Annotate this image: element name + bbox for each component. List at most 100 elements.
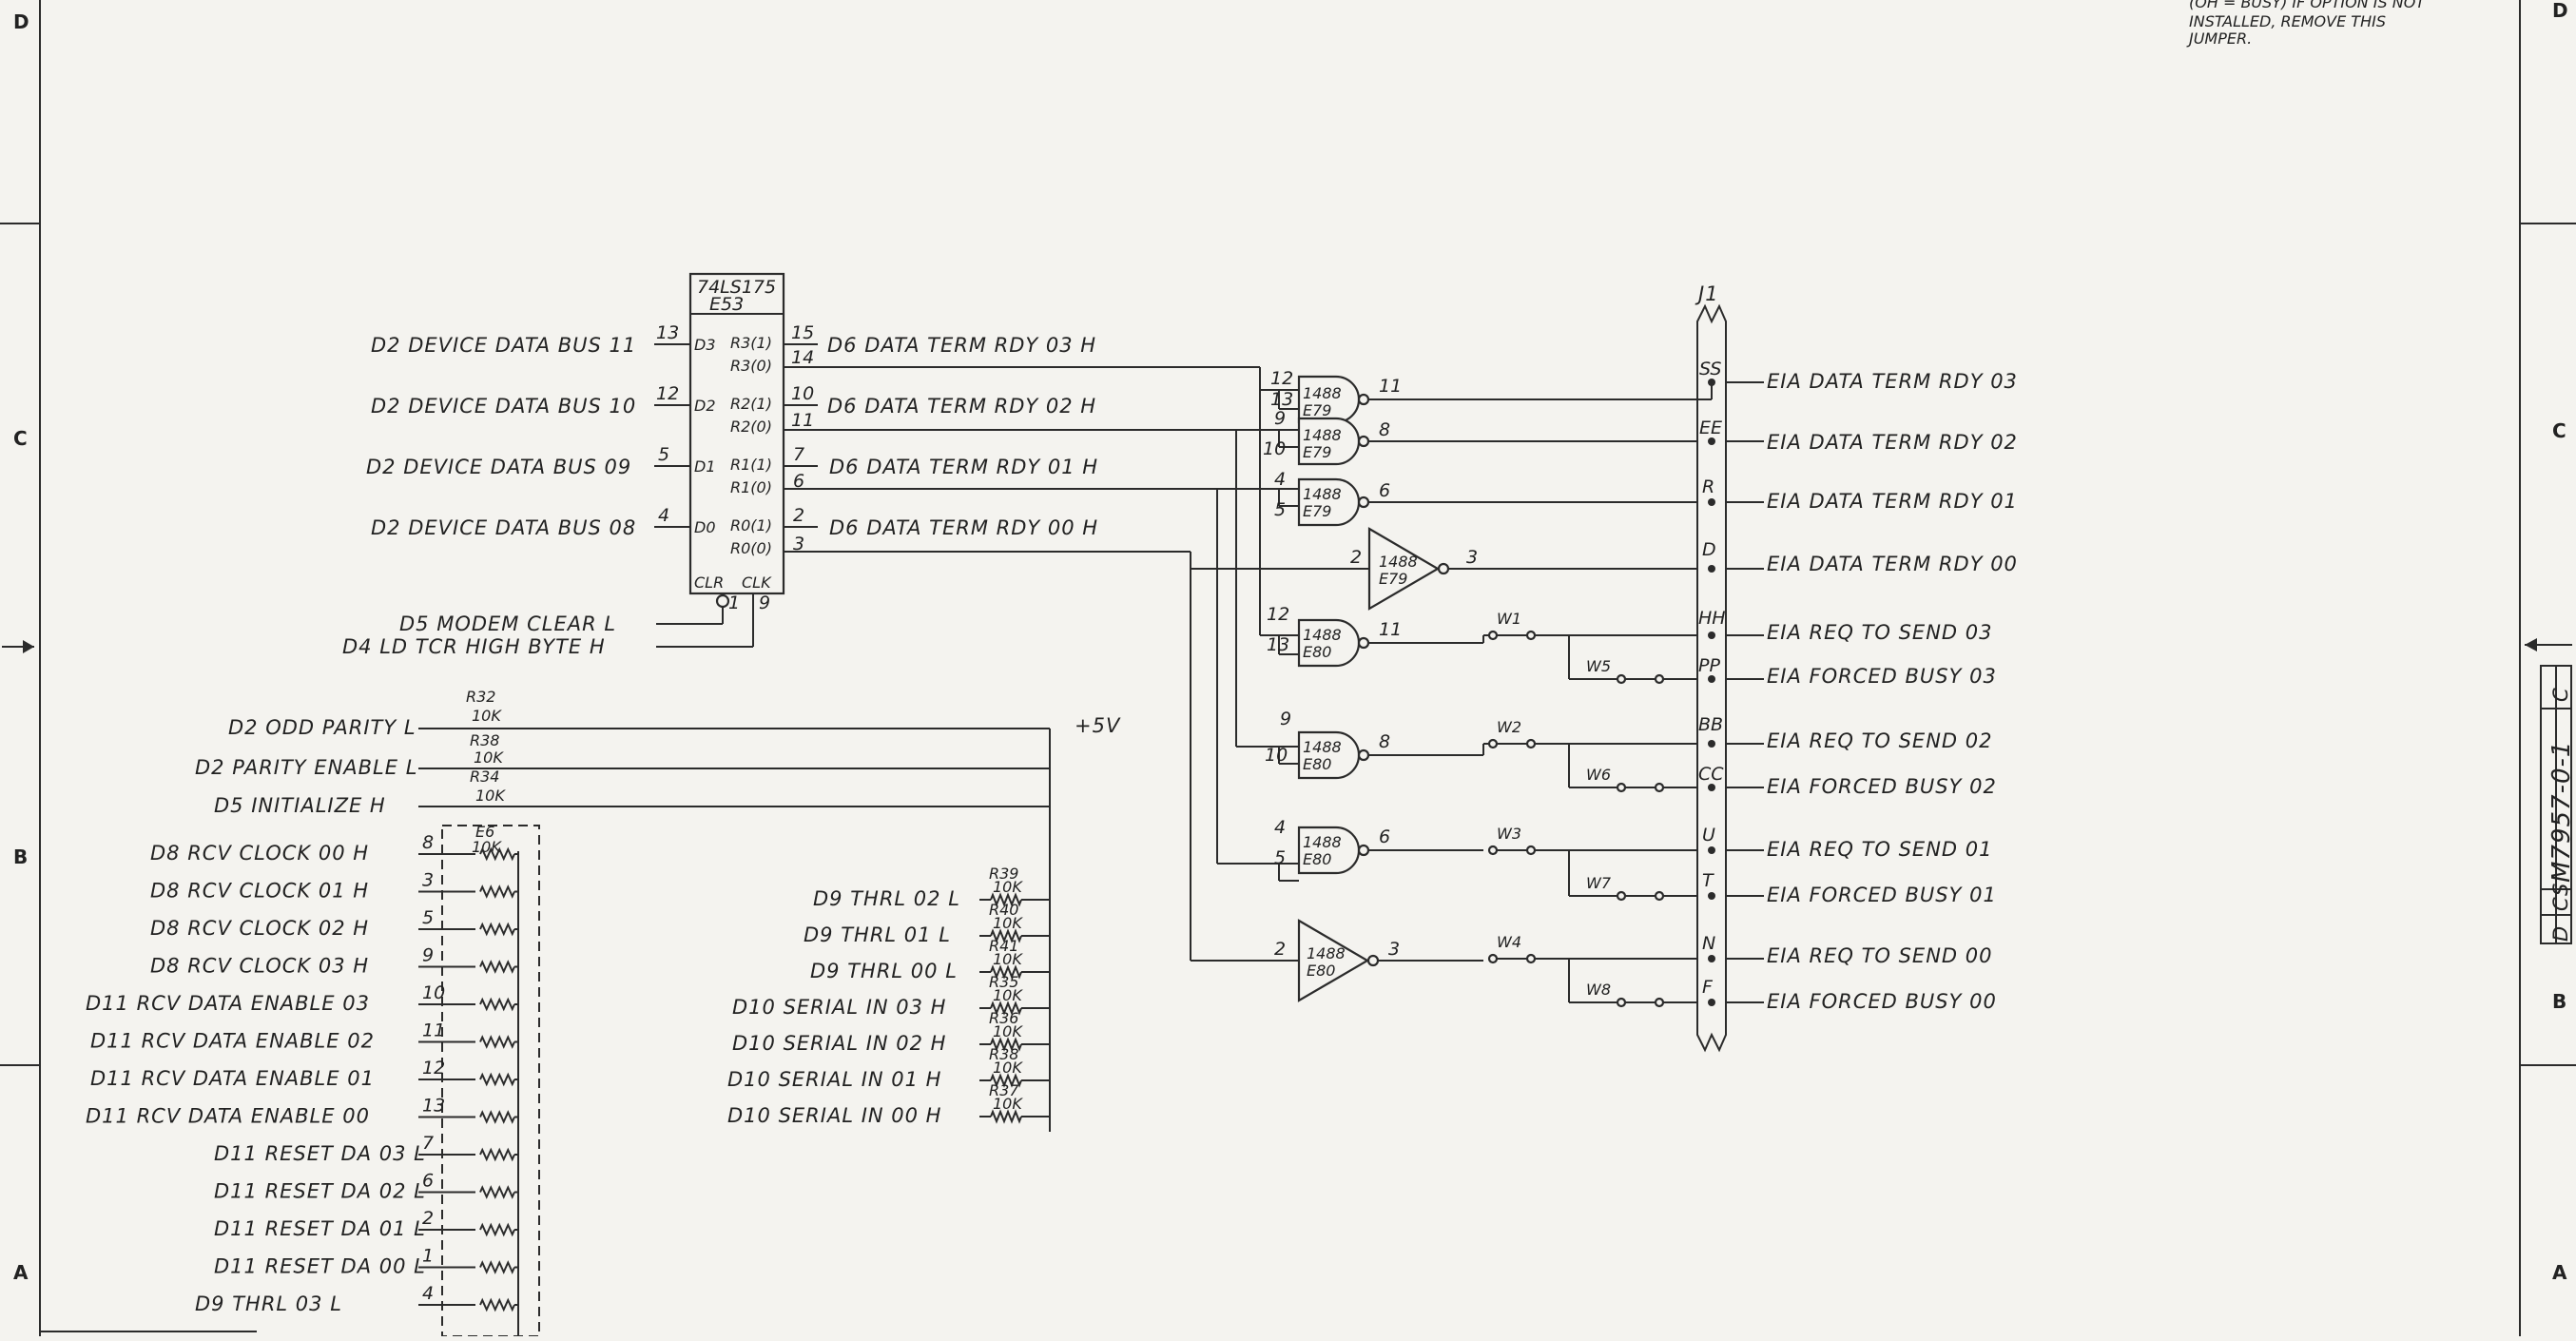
connector-ref: J1 bbox=[1695, 282, 1719, 305]
j1-signal-label: EIA FORCED BUSY 00 bbox=[1767, 990, 1997, 1013]
chip-output-pin-n: 14 bbox=[791, 347, 814, 368]
j1-signal-label: EIA DATA TERM RDY 01 bbox=[1767, 490, 2018, 513]
chip-output-row: R0(1) R0(0) 2 3 D6 DATA TERM RDY 00 H bbox=[730, 505, 1191, 557]
pack-row: D11 RCV DATA ENABLE 02 11 bbox=[90, 1020, 518, 1053]
option-note-line: JUMPER. bbox=[2186, 29, 2252, 48]
option-note-line: (OH = BUSY) IF OPTION IS NOT bbox=[2189, 0, 2426, 11]
title-block: D CS M7957-0-1 C bbox=[2540, 665, 2576, 944]
pack-signal-label: D11 RCV DATA ENABLE 02 bbox=[90, 1030, 375, 1053]
pack-signal-label: D11 RESET DA 03 L bbox=[214, 1142, 426, 1165]
pack-row: D11 RESET DA 03 L7 bbox=[214, 1133, 518, 1165]
gate-in-pin: 2 bbox=[1350, 547, 1362, 568]
j1-pin-id: SS bbox=[1699, 359, 1721, 379]
nand-gate: 4 5 1488 E80 6 bbox=[1274, 817, 1483, 875]
chip-input-row: D2 DEVICE DATA BUS 11 13 D3 bbox=[371, 322, 716, 357]
pack-signal-label: D11 RCV DATA ENABLE 01 bbox=[90, 1067, 375, 1090]
drawing-number: M7957-0-1 bbox=[2547, 741, 2576, 883]
j1-pin-id: D bbox=[1702, 539, 1716, 560]
pack-signal-label: D9 THRL 03 L bbox=[195, 1292, 342, 1315]
pack-signal-label: D8 RCV CLOCK 01 H bbox=[150, 880, 369, 903]
gate-ref: E80 bbox=[1303, 755, 1331, 773]
gate-in-pin: 10 bbox=[1263, 438, 1286, 459]
chip-output-pin-n: 3 bbox=[793, 534, 804, 554]
gate-input-bus bbox=[1190, 366, 1369, 962]
zone-label-left: B bbox=[13, 845, 28, 868]
gate-part: 1488 bbox=[1303, 485, 1342, 503]
pack-pin: 2 bbox=[422, 1208, 434, 1229]
j1-pin-row: N EIA REQ TO SEND 00 bbox=[1702, 933, 1991, 967]
resistor-ref: R35 bbox=[989, 973, 1018, 991]
j1-signal-label: EIA FORCED BUSY 01 bbox=[1767, 884, 1997, 906]
clock-input-label: D4 LD TCR HIGH BYTE H bbox=[342, 635, 606, 658]
resistor-value: 10K bbox=[993, 1022, 1023, 1040]
resistor-value: 10K bbox=[993, 914, 1023, 932]
pack-pin: 11 bbox=[422, 1020, 445, 1041]
j1-pin-id: T bbox=[1702, 870, 1714, 891]
pullup-signal: D2 PARITY ENABLE L bbox=[195, 756, 417, 779]
j1-pin-row: F EIA FORCED BUSY 00 bbox=[1702, 977, 1997, 1013]
resistor-pack-e6: E6 10K bbox=[441, 823, 540, 1337]
chip-output-label: D6 DATA TERM RDY 00 H bbox=[829, 516, 1098, 539]
option-note-line: INSTALLED, REMOVE THIS bbox=[2189, 12, 2386, 30]
chip-input-pin: 4 bbox=[658, 505, 669, 526]
nand-gate: 12 13 1488 E79 11 bbox=[1270, 368, 1697, 424]
gate-ref: E79 bbox=[1379, 570, 1407, 588]
resistor-symbol bbox=[479, 1035, 515, 1049]
jumper-group: W1 W5 bbox=[1482, 610, 1697, 685]
pullup-network: +5V D2 ODD PARITY L R32 10K D2 PARITY EN… bbox=[195, 688, 1120, 1132]
gate-in-pin: 13 bbox=[1267, 634, 1289, 655]
gate-in-pin: 12 bbox=[1267, 604, 1289, 625]
gate-in-pin: 2 bbox=[1274, 939, 1286, 960]
resistor-symbol bbox=[479, 960, 515, 974]
gate-in-pin: 4 bbox=[1274, 469, 1286, 490]
pack-signal-label: D11 RCV DATA ENABLE 03 bbox=[86, 992, 370, 1015]
clear-clock-inputs: 1 9 D5 MODEM CLEAR L D4 LD TCR HIGH BYTE… bbox=[342, 593, 770, 658]
j1-connector: J1 bbox=[1695, 282, 1727, 1053]
j1-signal-label: EIA REQ TO SEND 02 bbox=[1767, 729, 1992, 752]
j1-pin-row: D EIA DATA TERM RDY 00 bbox=[1702, 539, 2017, 575]
gate-part: 1488 bbox=[1307, 944, 1346, 962]
pack-signal-label: D8 RCV CLOCK 00 H bbox=[150, 842, 369, 865]
gate-out-pin: 8 bbox=[1379, 731, 1390, 752]
jumper-label: W1 bbox=[1497, 610, 1521, 628]
pullup-row: D5 INITIALIZE H R34 10K bbox=[214, 768, 1050, 817]
resistor-symbol bbox=[990, 1001, 1022, 1016]
j1-pin-row: BB EIA REQ TO SEND 02 bbox=[1698, 714, 1992, 752]
j1-pin-id: F bbox=[1702, 977, 1714, 998]
pack-pin: 9 bbox=[422, 945, 434, 966]
pullup-row: D2 ODD PARITY L R32 10K bbox=[228, 688, 1050, 739]
resistor-signal-label: D10 SERIAL IN 01 H bbox=[727, 1068, 941, 1091]
pack-pin: 1 bbox=[422, 1246, 434, 1267]
clear-input-label: D5 MODEM CLEAR L bbox=[399, 612, 616, 635]
jumper-group: W3 W7 bbox=[1487, 825, 1697, 902]
pullup-row: D2 PARITY ENABLE L R38 10K bbox=[195, 731, 1050, 779]
chip-clr-pin: 1 bbox=[728, 593, 740, 613]
jumper-option-label: W6 bbox=[1586, 766, 1611, 784]
jumper-group: W4 W8 bbox=[1487, 933, 1697, 1008]
gate-in-pin: 5 bbox=[1274, 847, 1286, 868]
j1-pin-id: CC bbox=[1698, 764, 1724, 785]
resistor-symbol bbox=[479, 1110, 515, 1124]
chip-output-pin: 15 bbox=[791, 322, 814, 343]
resistor-symbol bbox=[990, 928, 1022, 943]
gate-in-pin: 9 bbox=[1280, 709, 1291, 729]
gate-part: 1488 bbox=[1303, 833, 1342, 851]
j1-pin-id: R bbox=[1702, 476, 1714, 497]
chip-input-pin: 13 bbox=[656, 322, 679, 343]
j1-signal-label: EIA FORCED BUSY 03 bbox=[1767, 665, 1997, 688]
gate-part: 1488 bbox=[1379, 553, 1418, 571]
resistor-symbol bbox=[479, 1260, 515, 1274]
resistor-symbol bbox=[479, 922, 515, 937]
chip-qn-label: R3(0) bbox=[730, 357, 772, 375]
chip-qn-label: R0(0) bbox=[730, 539, 772, 557]
nand-gate: 12 13 1488 E80 11 bbox=[1267, 604, 1483, 668]
